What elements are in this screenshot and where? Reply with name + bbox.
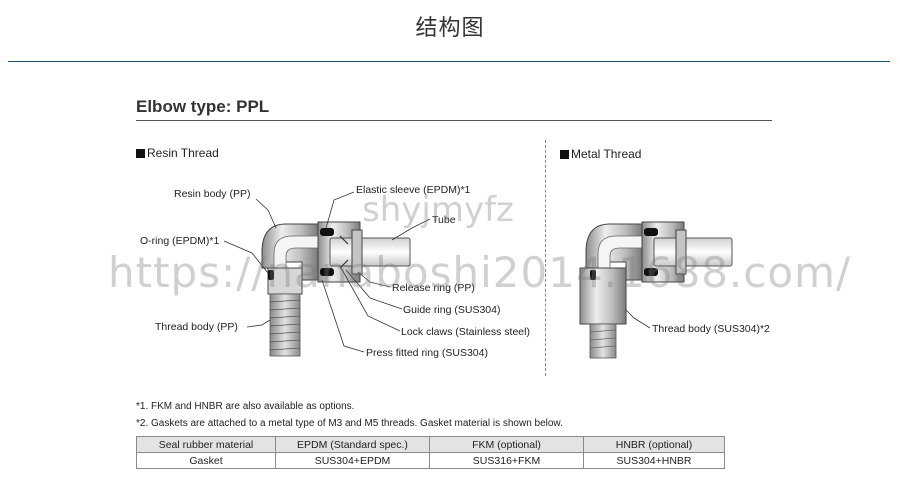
callout-elastic-sleeve: Elastic sleeve (EPDM)*1 [356, 184, 471, 196]
footnote-1: *1. FKM and HNBR are also available as o… [136, 401, 355, 412]
table-header-row: Seal rubber material EPDM (Standard spec… [136, 436, 725, 453]
callout-tube: Tube [432, 214, 456, 226]
title-divider [8, 61, 890, 62]
table-cell: SUS316+FKM [429, 452, 584, 469]
square-bullet-icon [560, 150, 569, 159]
hex-body [579, 267, 627, 325]
resin-elbow-fitting [261, 221, 411, 357]
elastic-sleeve [320, 228, 334, 236]
section-divider [136, 120, 772, 121]
callout-release-ring: Release ring (PP) [392, 282, 475, 294]
callout-thread-body-pp: Thread body (PP) [155, 321, 238, 333]
table-cell: SUS304+EPDM [275, 452, 430, 469]
elastic-sleeve-lower [320, 268, 334, 276]
callout-press-fitted-ring: Press fitted ring (SUS304) [366, 347, 488, 359]
table-cell: Gasket [136, 452, 276, 469]
table-cell: SUS304+HNBR [583, 452, 725, 469]
table-header-cell: Seal rubber material [136, 436, 276, 453]
callout-thread-body-sus: Thread body (SUS304)*2 [652, 323, 770, 335]
leader-lines [223, 191, 431, 353]
table-row: Gasket SUS304+EPDM SUS316+FKM SUS304+HNB… [136, 452, 725, 469]
callout-guide-ring: Guide ring (SUS304) [403, 304, 500, 316]
section-title: Elbow type: PPL [136, 97, 270, 116]
callout-resin-body: Resin body (PP) [174, 188, 250, 200]
callout-o-ring: O-ring (EPDM)*1 [140, 235, 220, 247]
gasket-material-table: Seal rubber material EPDM (Standard spec… [136, 436, 725, 469]
metal-thread-label: Metal Thread [560, 147, 641, 161]
table-header-cell: HNBR (optional) [583, 436, 725, 453]
metal-elbow-fitting [579, 221, 733, 359]
watermark-text: shyjmyfz [362, 190, 514, 230]
page-title: 结构图 [415, 16, 485, 41]
footnote-2: *2. Gaskets are attached to a metal type… [136, 418, 563, 429]
square-bullet-icon [136, 149, 145, 158]
callout-lock-claws: Lock claws (Stainless steel) [401, 326, 530, 338]
o-ring [268, 270, 274, 280]
table-header-cell: EPDM (Standard spec.) [275, 436, 430, 453]
watermark-url: https://nanaboshi2014.1688.com/ [108, 248, 852, 297]
release-ring [351, 229, 363, 275]
thread [269, 293, 301, 357]
table-header-cell: FKM (optional) [429, 436, 584, 453]
resin-thread-label: Resin Thread [136, 146, 219, 160]
panel-divider [545, 140, 546, 376]
tube [329, 237, 411, 267]
